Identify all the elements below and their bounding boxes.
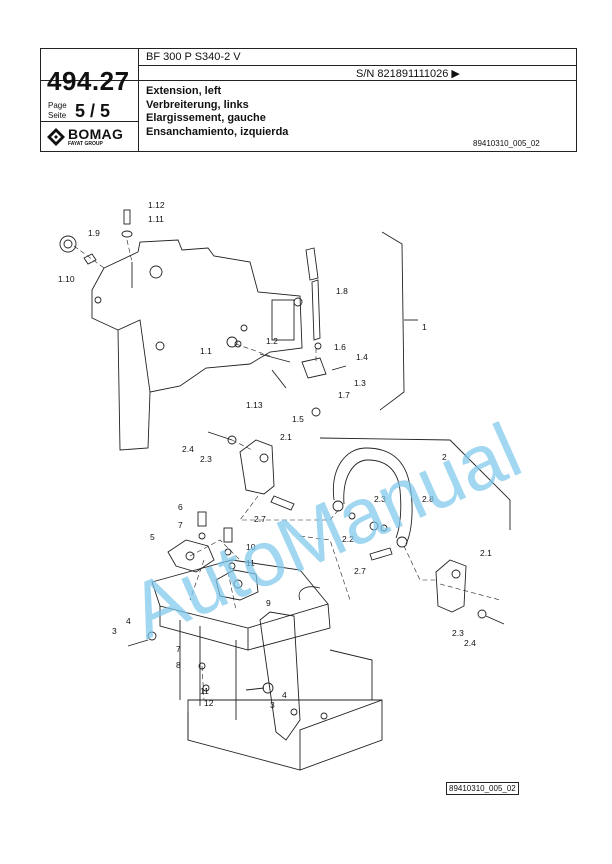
- serial-number: S/N 821891111026 ▶: [356, 68, 460, 80]
- title-de: Verbreiterung, links: [146, 98, 249, 111]
- header-divider: [138, 65, 576, 66]
- callout-label: 1.13: [246, 400, 263, 410]
- title-block: Extension, left Verbreiterung, links Ela…: [146, 85, 288, 139]
- bomag-logo: BOMAG FAYAT GROUP: [46, 125, 134, 149]
- figure-code-footer: 89410310_005_02: [446, 782, 519, 795]
- header-table: BF 300 P S340-2 V S/N 821891111026 ▶ 494…: [40, 48, 577, 152]
- callout-label: 4: [126, 616, 131, 626]
- figure-code: 89410310_005_02: [473, 139, 540, 148]
- callout-label: 10: [246, 542, 256, 552]
- callout-label: 7: [178, 520, 183, 530]
- page-number: 494.27: [47, 66, 130, 96]
- callout-label: 2.2: [342, 534, 354, 544]
- callout-label: 1.10: [58, 274, 75, 284]
- u-handle: [332, 447, 413, 545]
- flange-plate-5: [167, 539, 215, 573]
- callout-label: 1: [422, 322, 427, 332]
- callout-label: 1.7: [338, 390, 350, 400]
- callout-label: 11: [246, 558, 255, 568]
- logo-text: BOMAG: [68, 126, 124, 142]
- callout-label: 1.8: [336, 286, 348, 296]
- model-name: BF 300 P S340-2 V: [146, 51, 241, 63]
- page-label-en: Page: [48, 101, 67, 110]
- flange-plate-9: [215, 569, 259, 601]
- callout-label: 2.3: [452, 628, 464, 638]
- callout-label: 1.12: [148, 200, 165, 210]
- callout-label: 2.1: [480, 548, 492, 558]
- callout-label: 1.5: [292, 414, 304, 424]
- logo-subtext: FAYAT GROUP: [68, 141, 103, 147]
- page-value: 5 / 5: [75, 101, 111, 121]
- callout-label: 1.2: [266, 336, 278, 346]
- callout-label: 3: [270, 700, 275, 710]
- callout-label: 1.4: [356, 352, 368, 362]
- callout-label: 11: [200, 686, 209, 696]
- callout-label: 6: [178, 502, 183, 512]
- callout-label: 1.1: [200, 346, 212, 356]
- title-es: Ensanchamiento, izquierda: [146, 125, 289, 138]
- pivot-arm: [435, 559, 467, 613]
- callout-label: 9: [266, 598, 271, 608]
- base-frame: [151, 559, 329, 629]
- pivot-arm: [239, 439, 275, 495]
- handle-lever: [305, 247, 319, 281]
- callout-label: 2.4: [182, 444, 194, 454]
- bracket-plate: [91, 239, 303, 451]
- callout-label: 2.1: [280, 432, 292, 442]
- callout-label: 1.11: [148, 214, 164, 224]
- callout-label: 3: [112, 626, 117, 636]
- callout-label: 2.8: [422, 494, 434, 504]
- callout-label: 8: [176, 660, 181, 670]
- callout-label: 1.3: [354, 378, 366, 388]
- title-en: Extension, left: [146, 85, 222, 97]
- bomag-logo-icon: [47, 128, 65, 146]
- callout-label: 4: [282, 690, 287, 700]
- callout-label: 2.3: [374, 494, 386, 504]
- header-divider: [41, 80, 576, 81]
- callout-label: 1.6: [334, 342, 346, 352]
- callout-label: 2.7: [354, 566, 366, 576]
- header-divider: [41, 121, 138, 122]
- callout-label: 2.4: [464, 638, 476, 648]
- callout-label: 2.7: [254, 514, 266, 524]
- page-label-de: Seite: [48, 111, 67, 120]
- callout-label: 2.3: [200, 454, 212, 464]
- callout-label: 2: [442, 452, 447, 462]
- title-fr: Elargissement, gauche: [146, 112, 266, 124]
- callout-label: 5: [150, 532, 155, 542]
- callout-label: 12: [204, 698, 214, 708]
- header-divider: [138, 49, 139, 151]
- callout-label: 7: [176, 644, 181, 654]
- callout-label: 1.9: [88, 228, 100, 238]
